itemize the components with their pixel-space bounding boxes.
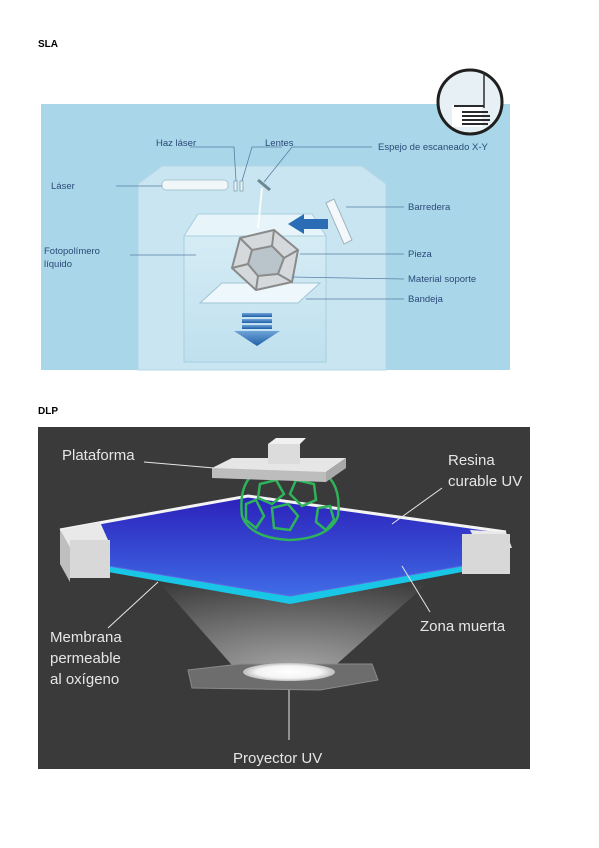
magnifier-detail	[436, 68, 504, 136]
label-support: Material soporte	[408, 274, 476, 285]
laser-beam	[257, 187, 263, 229]
label-membrane-3: al oxígeno	[50, 671, 119, 688]
dlp-heading: DLP	[38, 406, 58, 417]
label-membrane-2: permeable	[50, 650, 121, 667]
projector-unit	[187, 663, 379, 691]
sla-part	[230, 228, 300, 292]
label-tray: Bandeja	[408, 294, 444, 305]
label-platform: Plataforma	[62, 447, 135, 464]
vat-support-left	[60, 522, 110, 582]
down-arrow	[234, 313, 280, 346]
label-lenses: Lentes	[265, 138, 294, 149]
label-resin-1: Resina	[448, 452, 495, 469]
label-projector: Proyector UV	[233, 750, 322, 767]
label-photopolymer-1: Fotopolímero	[44, 246, 100, 257]
label-laser: Láser	[51, 181, 75, 192]
recoater-arrow	[288, 214, 328, 234]
build-platform	[212, 438, 346, 482]
dead-zone-layer	[108, 566, 462, 604]
label-scanning-mirror: Espejo de escaneado X-Y	[378, 142, 489, 153]
label-dead-zone: Zona muerta	[420, 618, 506, 635]
label-photopolymer-2: líquido	[44, 259, 72, 270]
resin-volume	[60, 496, 506, 596]
lens-1	[233, 180, 238, 192]
label-recoater: Barredera	[408, 202, 451, 213]
lens-2	[239, 180, 244, 192]
sla-diagram: Láser Haz láser Lentes Espejo de escanea…	[41, 68, 510, 371]
projector-beam	[150, 572, 440, 672]
label-part: Pieza	[408, 249, 432, 260]
label-membrane-1: Membrana	[50, 629, 122, 646]
dlp-background	[38, 427, 530, 769]
sla-leader-lines	[116, 146, 405, 300]
printed-part-cage	[240, 468, 340, 542]
scan-mirror	[257, 178, 271, 192]
sla-heading: SLA	[38, 39, 58, 50]
recoater-blade	[325, 198, 353, 245]
laser-unit	[161, 179, 229, 191]
build-tray	[198, 282, 322, 304]
vat-rim	[59, 494, 507, 534]
vat-support-right	[462, 530, 512, 574]
projector-light	[243, 663, 335, 681]
label-resin-2: curable UV	[448, 473, 522, 490]
dlp-leader-lines	[107, 461, 443, 740]
label-laser-beam: Haz láser	[156, 138, 196, 149]
